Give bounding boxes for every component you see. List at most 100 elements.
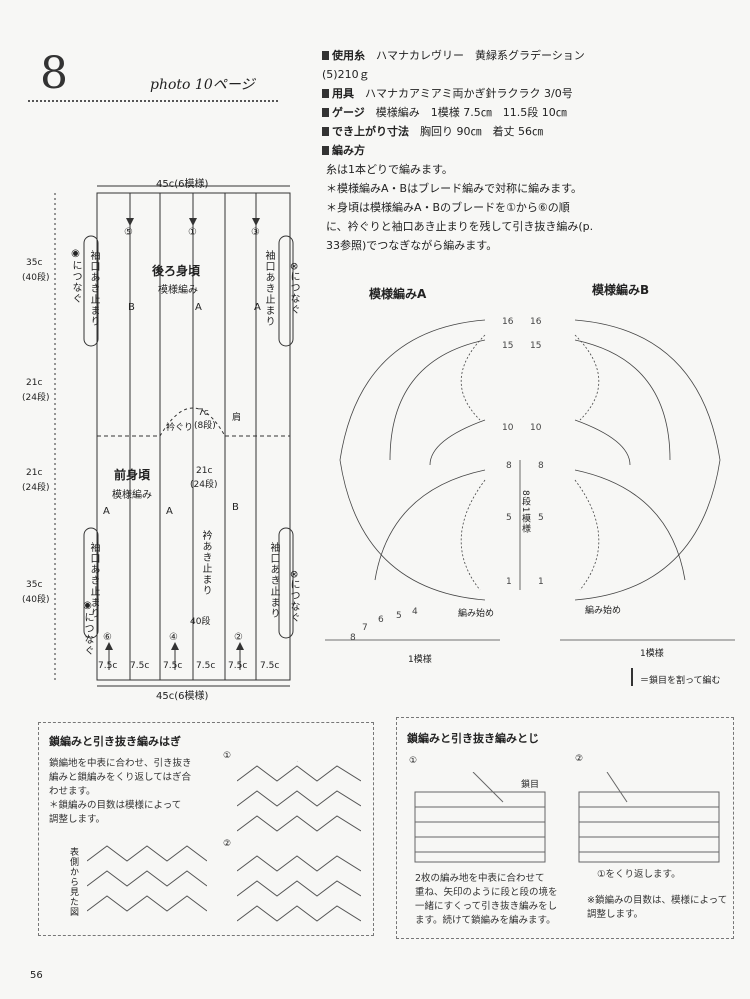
braid-number-3: ③: [251, 227, 260, 238]
box1-line: 編みと鎖編みをくり返してはぎ合: [49, 772, 192, 783]
header-divider: [28, 100, 278, 102]
bottom-mark: 7.5c: [196, 661, 216, 671]
braid-number-6: ⑥: [103, 632, 112, 643]
chart-a-repeat: 1模様: [408, 655, 432, 665]
method-label: 編み方: [332, 144, 365, 157]
box2-text: 2枚の編み地を中表に合わせて 重ね、矢印のように段と段の境を 一緒にすくって引き…: [415, 872, 558, 928]
box2-note1: ①をくり返します。: [597, 869, 681, 880]
dim-top-rows: (40段): [22, 273, 50, 283]
sleeve-stop-label: 袖口あき止まり: [88, 542, 99, 619]
bottom-mark: 7.5c: [98, 661, 118, 671]
bottom-num: 7: [362, 623, 368, 633]
method-line: ＊模様編みA・Bはブレード編みで対称に編みます。: [326, 182, 582, 195]
box1-line: わせます。: [49, 786, 96, 797]
chart-a-outer: [339, 319, 486, 601]
bottom-width-label: 45c(6模様): [156, 691, 209, 702]
gauge-value: 模様編み 1模様 7.5㎝ 11.5段 10㎝: [375, 106, 567, 119]
row-label: 15: [530, 341, 541, 351]
back-letter: A: [195, 302, 202, 313]
row-label: 15: [502, 341, 513, 351]
box1-step2-illustration: [237, 855, 361, 922]
dim-mid1-rows: (24段): [22, 393, 50, 403]
sleeve-stop-label: 袖口あき止まり: [268, 542, 279, 619]
dim-mid1: 21c: [26, 378, 43, 388]
stitch-charts: 16 15 10 8 5 1 16 15 10 8 5 1 8 7 6 5 4: [325, 317, 735, 643]
neck-width: 7c: [198, 408, 209, 418]
inner-width: 21c: [196, 466, 213, 476]
box1-line: 調整します。: [49, 814, 106, 825]
chart-b-start: 編み始め: [585, 606, 622, 616]
bottom-num: 8: [350, 633, 356, 643]
box2-note-line: ※鎖編みの目数は、模様によって: [587, 895, 728, 906]
row-label: 10: [502, 423, 514, 433]
dim-bot-rows: (40段): [22, 595, 50, 605]
dim-mid2-rows: (24段): [22, 483, 50, 493]
bottom-mark: 7.5c: [228, 661, 248, 671]
row-label: 1: [538, 577, 544, 587]
bottom-num: 6: [378, 615, 384, 625]
chart-b-repeat: 1模様: [640, 649, 664, 659]
front-letter: B: [232, 502, 239, 513]
box1-title: 鎖編みと引き抜き編みはぎ: [49, 735, 181, 748]
box2-step1: ①: [409, 756, 418, 766]
neckline-label: 衿ぐり: [166, 423, 194, 433]
row-label: 1: [506, 577, 512, 587]
bottom-num: 4: [412, 607, 418, 617]
row-label: 8: [506, 461, 512, 471]
method-line: ＊身頃は模様編みA・Bのブレードを①から⑥の順: [326, 201, 570, 214]
tool-label: 用具: [332, 87, 354, 100]
tool-value: ハマナカアミアミ両かぎ針ラクラク 3/0号: [365, 87, 573, 100]
join-left-label: ◉につなぐ: [70, 248, 81, 304]
shoulder-label: 肩: [232, 413, 242, 423]
box2-note2: ※鎖編みの目数は、模様によって 調整します。: [587, 894, 727, 922]
box2-line: ます。続けて鎖編みを編みます。: [415, 915, 556, 926]
box2-title: 鎖編みと引き抜き編みとじ: [407, 732, 539, 745]
gauge-label: ゲージ: [332, 106, 365, 119]
yarn-label: 使用糸: [332, 49, 365, 62]
box1-vertical-label: 表側から見た図: [68, 847, 78, 917]
size-value: 胸回り 90㎝ 着丈 56㎝: [420, 125, 543, 138]
braid-number-1: ①: [188, 227, 197, 238]
join-left-label: ◉につなぐ: [82, 600, 93, 656]
row-label: 5: [506, 513, 512, 523]
chart-a-start: 編み始め: [458, 609, 495, 619]
chart-legend: ＝鎖目を割って編む: [640, 676, 721, 686]
front-body-sub: 模様編み: [112, 490, 152, 501]
bottom-mark: 7.5c: [163, 661, 183, 671]
front-letter: A: [166, 506, 173, 517]
row-label: 8: [538, 461, 544, 471]
row-label: 10: [530, 423, 542, 433]
box-chain-join: 鎖編みと引き抜き編みはぎ 鎖編地を中表に合わせ、引き抜き 編みと鎖編みをくり返し…: [38, 722, 374, 936]
sleeve-stop-label: 袖口あき止まり: [88, 250, 99, 327]
box-chain-seam: 鎖編みと引き抜き編みとじ ① ② 鎖目 2枚の編み地を中表に合わせて 重ね、矢印…: [396, 717, 734, 939]
sleeve-stop-label: 袖口あき止まり: [263, 250, 274, 327]
dim-mid2: 21c: [26, 468, 43, 478]
legend-symbol: [631, 668, 633, 686]
join-right-label: ⊗につなぐ: [288, 570, 299, 624]
chart-side-note: 8段1模様: [520, 490, 530, 534]
back-body-title: 後ろ身頃: [152, 264, 201, 278]
chart-b-title: 模様編みB: [592, 283, 650, 297]
dim-top: 35c: [26, 258, 43, 268]
rows-40-label: 40段: [190, 617, 211, 627]
bottom-mark: 7.5c: [260, 661, 280, 671]
method-line: に、衿ぐりと袖口あき止まりを残して引き抜き編み(p.: [326, 220, 594, 233]
neck-stop-label: 衿あき止まり: [200, 530, 211, 596]
row-label: 16: [502, 317, 514, 327]
pattern-number: 8: [40, 48, 68, 99]
inner-rows: (24段): [190, 480, 218, 490]
box2-line: 2枚の編み地を中表に合わせて: [415, 873, 545, 884]
method-line: 33参照)でつなぎながら編みます。: [326, 239, 498, 252]
top-width-label: 45c(6模様): [156, 179, 209, 190]
back-body-sub: 模様編み: [158, 285, 198, 296]
box2-line: 重ね、矢印のように段と段の境を: [415, 887, 558, 898]
box1-step1: ①: [223, 751, 232, 761]
box1-step2: ②: [223, 839, 232, 849]
box1-step1-illustration: [237, 761, 361, 832]
yarn-value: ハマナカレヴリー 黄緑系グラデーション: [376, 49, 585, 62]
back-letter: B: [128, 302, 135, 313]
bottom-mark: 7.5c: [130, 661, 150, 671]
braid-number-2: ②: [234, 632, 243, 643]
chart-b-outer: [574, 319, 721, 601]
